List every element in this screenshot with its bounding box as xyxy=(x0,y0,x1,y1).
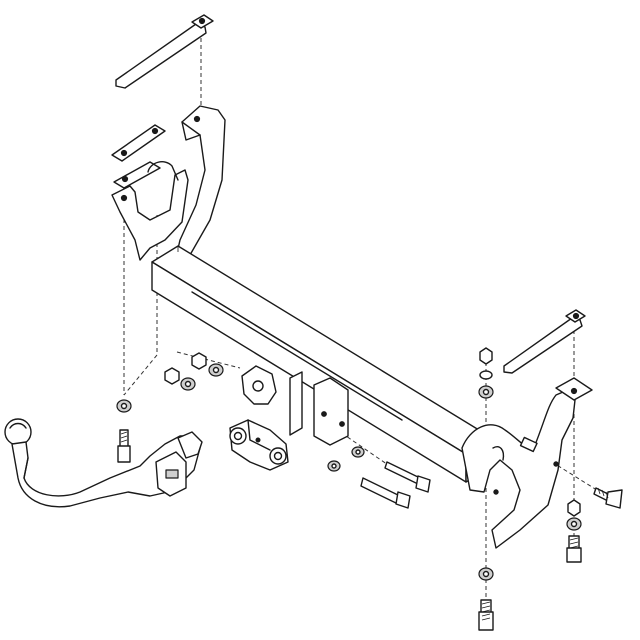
right-fixing-strap xyxy=(503,309,586,374)
right-screw xyxy=(593,487,623,509)
coupling-block xyxy=(229,419,289,471)
tow-ball-arm xyxy=(4,418,203,508)
left-washers-and-nuts xyxy=(164,352,224,391)
top-left-fixing-strap xyxy=(115,14,214,89)
right-frame-bracket xyxy=(461,377,593,549)
centre-hitch-bracket xyxy=(289,371,349,446)
socket-plate xyxy=(241,365,277,405)
right-bolt-stack-bottom xyxy=(478,567,494,631)
right-rear-bolt-stack xyxy=(566,499,582,563)
left-vertical-bolt xyxy=(116,399,132,463)
centre-long-bolts xyxy=(327,446,431,509)
left-frame-bracket xyxy=(111,105,226,263)
right-bolt-stack-top xyxy=(478,347,494,399)
